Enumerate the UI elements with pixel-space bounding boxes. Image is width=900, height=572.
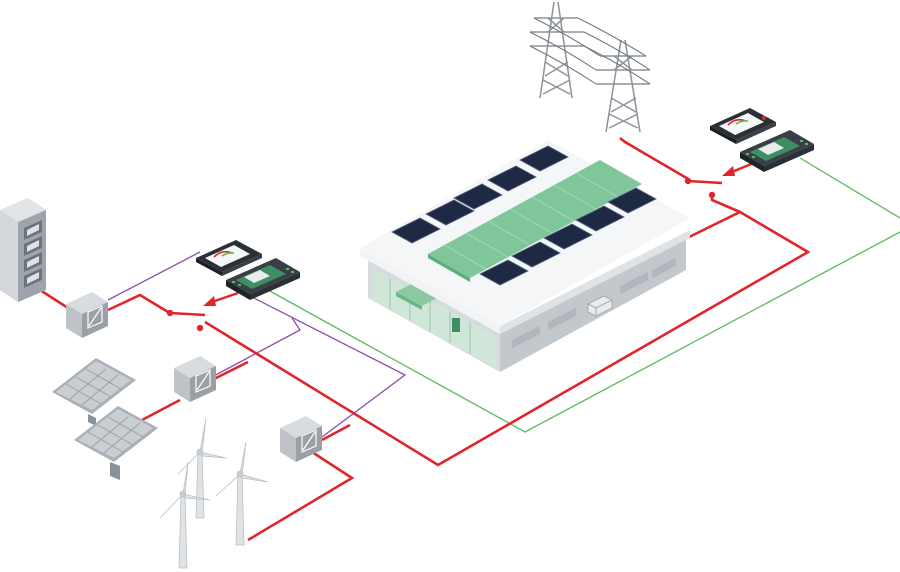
green-signal-wire-2: [799, 157, 900, 219]
factory-building: [360, 140, 690, 372]
solar-array: [52, 358, 158, 480]
purple-signal-wire-2: [209, 317, 301, 379]
switch-left-arrow-shaft: [211, 291, 239, 304]
controller-board-icon: [740, 130, 814, 172]
switch-right-blade: [687, 179, 723, 185]
battery-converter-box: [66, 292, 108, 338]
battery-power-line: [39, 288, 69, 310]
signal-wires: [107, 157, 900, 441]
solar-power-line: [141, 398, 181, 422]
switch-left-node-b: [196, 324, 204, 332]
green-signal-wire-1: [267, 231, 900, 433]
solar-inverter-box: [174, 356, 216, 402]
switch-left: [166, 291, 239, 332]
controller-right: [710, 108, 814, 172]
wind-turbines: [159, 417, 269, 569]
power-lines: [39, 136, 811, 542]
converter-to-bus-line: [107, 293, 169, 314]
roof-edge-right: [500, 230, 690, 334]
wind-turbine-icon: [177, 417, 227, 519]
solar-inverter-to-bus-line: [211, 360, 249, 382]
switch-left-blade: [169, 311, 206, 317]
switch-right-arrow-head: [722, 166, 735, 176]
wind-converter-to-bus-line: [321, 423, 351, 442]
switch-right-node-b: [708, 191, 716, 199]
roof-ridge: [428, 160, 642, 278]
switch-right: [684, 160, 757, 199]
transmission-tower-icon: [530, 1, 584, 99]
converter-box-icon: [87, 305, 103, 329]
battery-cabinet-icon: [0, 198, 46, 302]
switch-left-arrow-head: [203, 296, 216, 306]
power-cables: [529, 17, 651, 85]
bus-to-factory-line: [204, 210, 811, 467]
wind-turbine-icon: [159, 461, 211, 569]
wind-turbine-icon: [215, 441, 269, 546]
roof-edge-front: [360, 248, 500, 334]
solar-panel-icon: [74, 406, 158, 480]
rooftop-solar-panels: [391, 145, 657, 286]
grid-switch-to-building-line: [710, 194, 741, 214]
wind-converter-box: [280, 416, 322, 462]
solar-panel-icon: [52, 358, 136, 426]
controller-left: [196, 240, 300, 300]
controller-display-icon: [710, 108, 776, 144]
converter-box-icon: [301, 429, 317, 453]
controller-board-icon: [226, 258, 300, 300]
factory-icon: [360, 140, 690, 372]
wind-power-line: [247, 450, 355, 542]
utility-grid: [529, 1, 651, 133]
purple-signal-wire-3: [247, 294, 407, 441]
transmission-tower-icon: [596, 39, 650, 133]
converter-box-icon: [195, 369, 211, 393]
grid-power-line: [619, 136, 691, 182]
controller-display-icon: [196, 240, 262, 276]
purple-signal-wire-1: [107, 251, 201, 301]
